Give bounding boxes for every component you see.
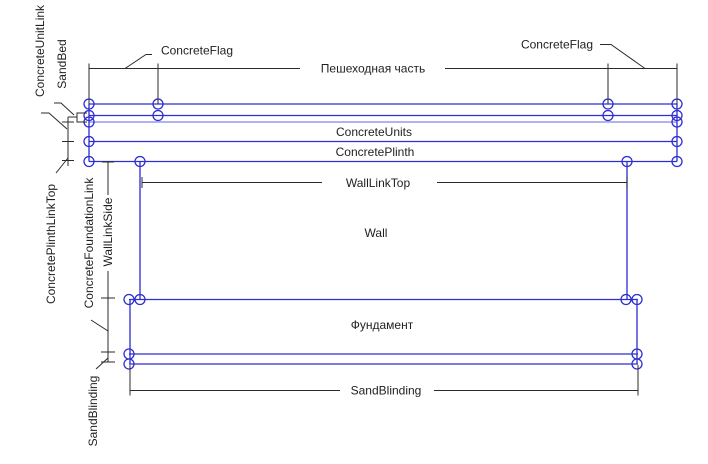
label-sand-blinding-left: SandBlinding bbox=[86, 376, 100, 447]
joint-circles bbox=[83, 98, 683, 370]
foundation-outline bbox=[129, 298, 638, 365]
label-pedestrian-part: Пешеходная часть bbox=[321, 62, 425, 76]
dimension-pedestrian-part bbox=[88, 63, 678, 104]
label-sand-blinding-bottom: SandBlinding bbox=[351, 384, 422, 398]
label-concrete-foundation-link: ConcreteFoundationLink bbox=[82, 177, 96, 309]
upper-left-annotation-bracket bbox=[41, 102, 87, 174]
label-foundation: Фундамент bbox=[351, 318, 414, 332]
label-wall-link-top: WallLinkTop bbox=[346, 176, 411, 190]
label-concrete-flag-left: ConcreteFlag bbox=[161, 44, 233, 58]
foundation-annotation-bracket bbox=[90, 298, 115, 370]
label-wall: Wall bbox=[365, 226, 388, 240]
label-sand-bed: SandBed bbox=[55, 39, 69, 88]
dimension-sand-blinding bbox=[129, 365, 639, 396]
label-wall-link-side: WallLinkSide bbox=[101, 197, 115, 266]
dimension-wall-link-top bbox=[141, 177, 628, 188]
dimension-wall-link-side bbox=[101, 161, 115, 299]
label-concrete-unit-link: ConcreteUnitLink bbox=[33, 4, 47, 97]
label-concrete-flag-right: ConcreteFlag bbox=[521, 38, 593, 52]
label-concrete-plinth: ConcretePlinth bbox=[336, 145, 415, 159]
label-concrete-plinth-link-top: ConcretePlinthLinkTop bbox=[44, 184, 58, 304]
label-concrete-units: ConcreteUnits bbox=[336, 125, 412, 139]
pavement-layer-lines bbox=[88, 103, 678, 163]
concrete-flag-leaders bbox=[124, 44, 646, 69]
